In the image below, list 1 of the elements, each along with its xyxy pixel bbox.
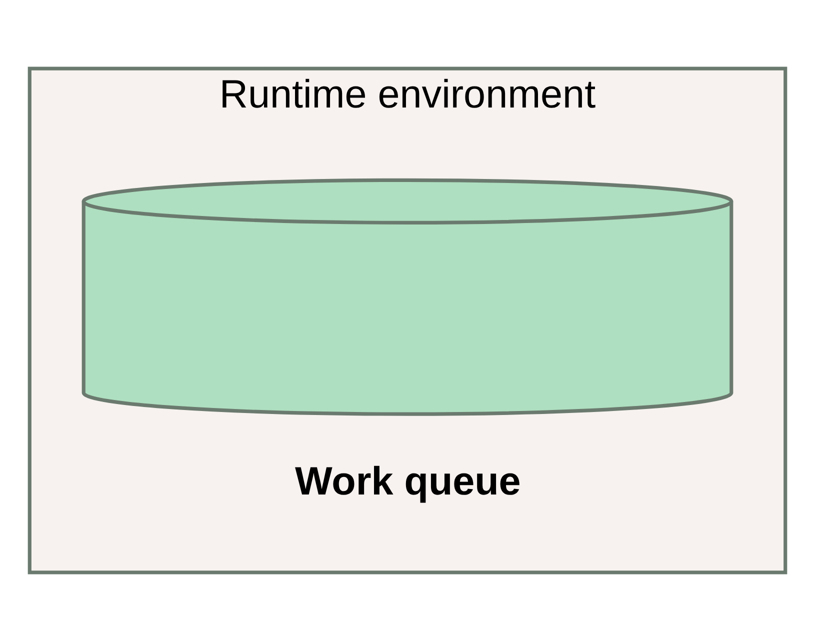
node-label: Work queue	[295, 459, 521, 504]
